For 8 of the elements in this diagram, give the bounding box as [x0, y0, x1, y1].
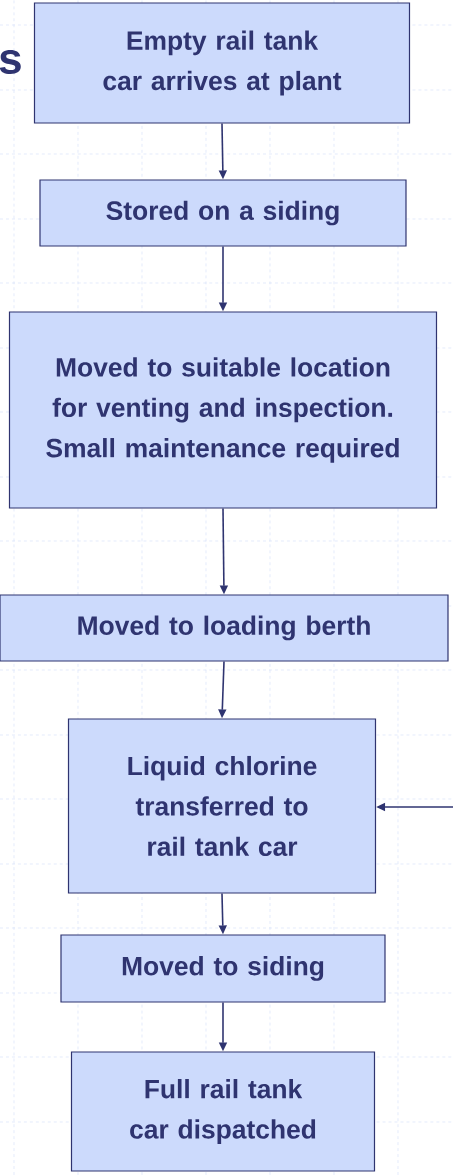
process-box: Moved to suitable location for venting and inspection. Small maintenance required [8, 311, 438, 509]
process-box: Stored on a siding [39, 179, 407, 247]
process-box: Moved to loading berth [0, 594, 449, 662]
process-box: Full rail tank car dispatched [70, 1051, 376, 1172]
process-box: Empty rail tank car arrives at plant [33, 2, 411, 124]
process-box: Moved to siding [60, 934, 386, 1003]
title-fragment: s [0, 50, 21, 74]
process-box: Liquid chlorine transferred to rail tank car [67, 718, 377, 894]
